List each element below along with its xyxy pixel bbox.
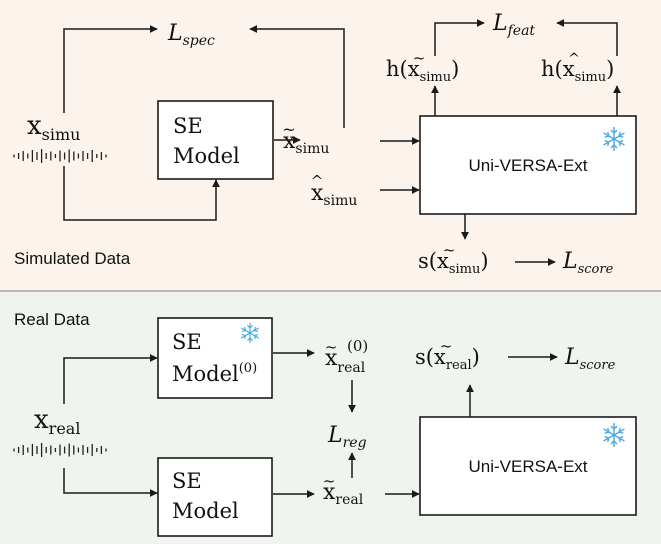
input-x-real: xreal — [34, 405, 80, 438]
tilde-accent: ~ — [413, 49, 426, 67]
enhanced-x-simu: xsimu — [283, 129, 329, 157]
feat-clean: h(xsimu) — [541, 57, 614, 85]
arrow-input-to-se-real — [63, 468, 158, 497]
se-model-frozen-line1: SE — [172, 330, 202, 354]
arrow-enhanced-to-lspec — [249, 25, 345, 128]
panel-label-real: Real Data — [14, 310, 90, 329]
feat-enhanced: h(xsimu) — [386, 57, 459, 85]
se-model-line2-sim: Model — [173, 144, 240, 168]
tilde-accent: ~ — [323, 472, 336, 490]
enhanced0-x-real: xreal — [325, 346, 366, 376]
loss-spec: Lspec — [167, 21, 215, 49]
loss-reg: Lreg — [327, 423, 367, 451]
loss-feat: Lfeat — [492, 11, 535, 39]
enhanced-x-real: xreal — [323, 480, 364, 508]
input-x-simu: xsimu — [27, 111, 80, 144]
uni-versa-box-sim — [419, 115, 637, 215]
se-model-line1-sim: SE — [173, 114, 203, 138]
se-model-line2-real: Model — [172, 499, 239, 523]
clean-x-simu: xsimu — [311, 181, 357, 209]
se-model-box-sim — [157, 100, 274, 180]
uni-versa-box-real — [419, 416, 637, 516]
tilde-accent: ~ — [325, 338, 338, 356]
tilde-accent: ~ — [443, 241, 456, 259]
loss-score-real: Lscore — [564, 345, 616, 373]
se-model-box-real — [157, 457, 273, 537]
tilde-accent: ~ — [282, 120, 295, 139]
tilde-accent: ~ — [440, 337, 453, 355]
score-real: s(xreal) — [415, 345, 480, 373]
uni-versa-label-sim: Uni-VERSA-Ext — [468, 156, 587, 175]
score-sim: s(xsimu) — [418, 249, 489, 277]
arrow-input-to-se — [63, 166, 220, 221]
se-model-frozen-line2: Model(0) — [172, 361, 257, 386]
waveform-icon — [13, 149, 107, 163]
uni-versa-label-real: Uni-VERSA-Ext — [468, 457, 587, 476]
loss-score-sim: Lscore — [562, 249, 614, 277]
waveform-icon — [13, 443, 107, 457]
se-model-line1-real: SE — [172, 469, 202, 493]
panel-label-simulated: Simulated Data — [14, 249, 131, 268]
arrow-input-to-lspec — [63, 25, 158, 113]
arrow-feat-clean-to-lfeat — [556, 19, 618, 56]
hat-accent: ^ — [311, 172, 324, 190]
hat-accent: ^ — [568, 51, 580, 67]
arrow-input-to-se-frozen — [63, 354, 158, 404]
arrow-feat-enhanced-to-lfeat — [434, 19, 485, 56]
enhanced0-sup: (0) — [347, 337, 368, 355]
